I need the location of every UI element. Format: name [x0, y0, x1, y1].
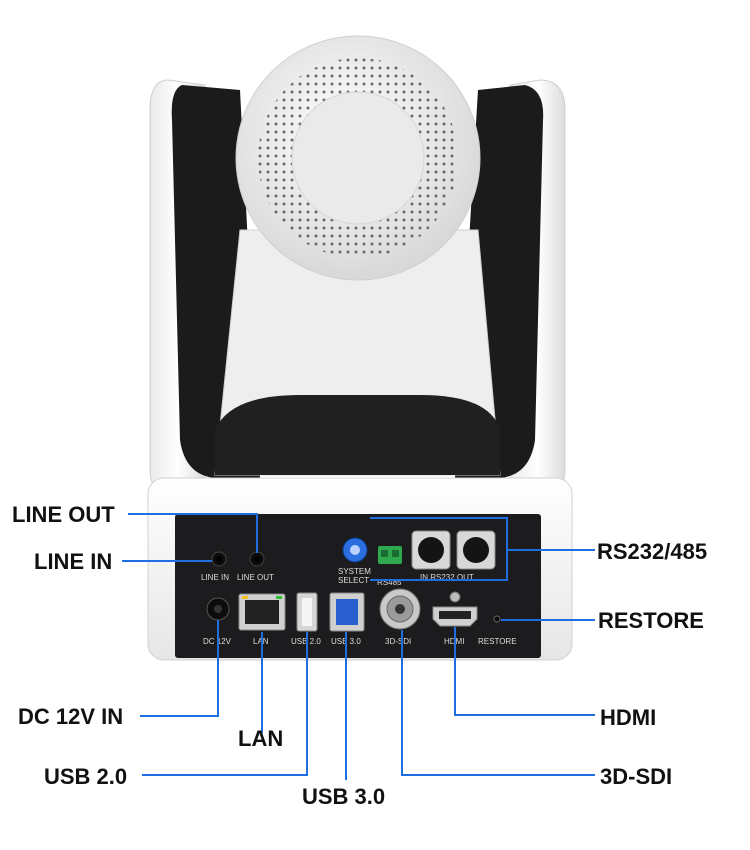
callout-usb30: USB 3.0: [302, 784, 386, 809]
usb30-tongue: [336, 599, 358, 625]
leader-sdi: [401, 630, 595, 776]
callout-dc-12v-in: DC 12V IN: [18, 704, 124, 729]
lan-led-right: [276, 596, 282, 599]
leader-dc-12v: [140, 620, 219, 717]
hdmi-screw: [449, 591, 461, 603]
callout-sdi: 3D-SDI: [600, 764, 673, 789]
restore-button: [493, 615, 501, 623]
callout-line-out: LINE OUT: [12, 502, 115, 527]
yoke-shadow: [215, 395, 500, 475]
leader-usb20: [142, 632, 308, 776]
dc-12v-pin: [214, 605, 222, 613]
label-system: SYSTEM: [338, 567, 371, 576]
callout-usb20: USB 2.0: [44, 764, 128, 789]
lan-led-left: [242, 596, 248, 599]
callout-hdmi: HDMI: [600, 705, 657, 730]
camera-head: [235, 35, 481, 281]
lan-port-socket: [245, 600, 279, 624]
label-restore: RESTORE: [478, 637, 517, 646]
camera-yoke: [149, 79, 566, 496]
line-in-jack-hole: [216, 556, 222, 562]
usb20-tongue: [302, 598, 312, 626]
rs485-terminal-slot-2: [392, 550, 399, 557]
line-out-jack-hole: [254, 556, 260, 562]
leader-line-out: [128, 513, 258, 553]
system-select-dial-center: [350, 545, 360, 555]
leader-hdmi: [454, 627, 595, 716]
label-line-in: LINE IN: [201, 573, 229, 582]
hdmi-socket: [439, 611, 471, 619]
callout-rs232-485: RS232/485: [597, 539, 708, 564]
rs485-terminal-slot-1: [381, 550, 388, 557]
rs232-in-socket: [418, 537, 444, 563]
callout-line-in: LINE IN: [34, 549, 113, 574]
bracket-rs232-485: [370, 517, 508, 581]
rear-panel-connectors: LINE IN LINE OUT SYSTEM SELECT RS485 IN …: [201, 530, 517, 646]
leader-lines: [122, 513, 595, 780]
label-line-out: LINE OUT: [237, 573, 274, 582]
label-rs232: IN RS232 OUT: [420, 573, 474, 582]
label-select: SELECT: [338, 576, 369, 585]
callout-lan: LAN: [238, 726, 284, 751]
label-lan: LAN: [253, 637, 269, 646]
callout-restore: RESTORE: [598, 608, 704, 633]
label-rs485: RS485: [377, 578, 402, 587]
sdi-bnc-core: [395, 604, 405, 614]
label-sdi: 3D-SDI: [385, 637, 411, 646]
head-center: [291, 91, 425, 225]
rs232-out-socket: [463, 537, 489, 563]
